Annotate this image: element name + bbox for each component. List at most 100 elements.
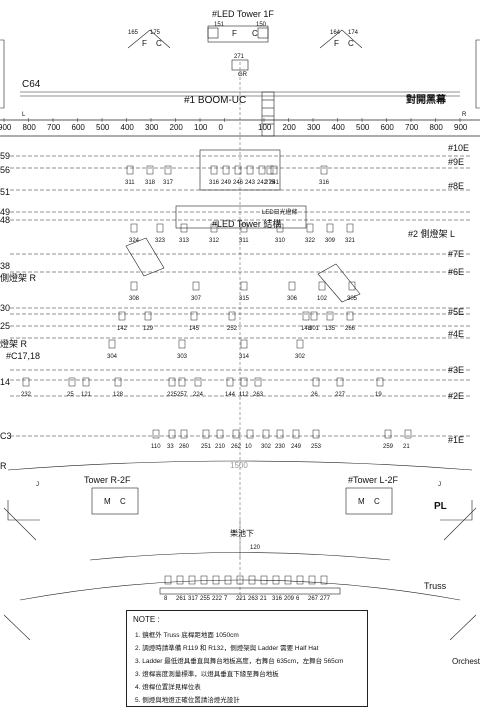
scale-tick-label: 400 (120, 123, 134, 132)
truss-fixture-number: 222 (212, 596, 223, 602)
fixture-symbol (240, 223, 248, 233)
fixture-symbol (146, 165, 154, 175)
fixture-symbol (164, 575, 172, 585)
row-label: #5E (448, 307, 465, 317)
fixture-symbol (254, 377, 262, 387)
fixture-number: 242 (257, 180, 268, 186)
note-line: 3. 燈桿高度測量標準，以燈具垂直下緣至舞台地板 (135, 671, 279, 678)
fixture-symbol (152, 429, 160, 439)
fixture-symbol (302, 311, 310, 321)
fixture-symbol (346, 223, 354, 233)
scale-tick-label: 600 (71, 123, 85, 132)
row-label: 14 (0, 377, 11, 387)
fixture-symbol (276, 223, 284, 233)
fixture-symbol (240, 339, 248, 349)
fixture-symbol (82, 377, 90, 387)
fixture-symbol (246, 165, 254, 175)
scale-tick-label: 300 (307, 123, 321, 132)
fixture-symbol (248, 575, 256, 585)
fixture-symbol (126, 165, 134, 175)
fixture-symbol (188, 575, 196, 585)
fixture-symbol (276, 429, 284, 439)
fixture-symbol (180, 223, 188, 233)
fixture-symbol (266, 165, 274, 175)
row-label: #2E (448, 391, 465, 401)
row-label: R (0, 461, 7, 471)
notes-box: NOTE : 1. 鏡框外 Truss 底桿距地面 1050cm 2. 調燈時請… (126, 610, 368, 707)
fixture-number: 314 (239, 354, 250, 360)
side-rack-l-label: #2 側燈架 L (408, 229, 456, 239)
fixture-number: 10 (245, 444, 252, 450)
fixture-symbol (130, 223, 138, 233)
fixture-number: 148 (301, 326, 312, 332)
pl-label: PL (434, 501, 447, 512)
truss-fixture-number: 209 (284, 596, 295, 602)
row-label: #8E (448, 181, 465, 191)
fixture-symbol (240, 281, 248, 291)
row-label: 49 (0, 207, 11, 217)
fixture-symbol (216, 429, 224, 439)
fixture-symbol (200, 575, 208, 585)
fixture-symbol (202, 429, 210, 439)
fixture-number: 262 (231, 444, 242, 450)
row-label: 25 (0, 321, 11, 331)
tower-num: 164 (330, 30, 341, 36)
tower-num: 151 (214, 22, 225, 28)
fixture-number: 25 (67, 392, 74, 398)
row-label: 51 (0, 187, 11, 197)
fixture-number: 19 (375, 392, 382, 398)
fixture-symbol (224, 575, 232, 585)
row-label: #1E (448, 435, 465, 445)
fixture-symbol (258, 165, 266, 175)
fixture-number: 322 (305, 238, 316, 244)
fc-label: C (252, 29, 258, 38)
truss-fixture-number: 7 (224, 596, 228, 602)
tower-num: GR (238, 72, 247, 78)
scale-tick-label: 100 (258, 123, 272, 132)
fixture-number: 305 (347, 296, 358, 302)
fixture-number: 102 (317, 296, 328, 302)
fixture-number: 145 (189, 326, 200, 332)
fixture-symbol (228, 311, 236, 321)
fixture-symbol (326, 223, 334, 233)
scale-tick-label: 100 (194, 123, 208, 132)
scale-mid-label: 1500 (230, 461, 248, 470)
scale-tick-label: 800 (22, 123, 36, 132)
fixture-number: 26 (311, 392, 318, 398)
truss-fixture-number: 6 (296, 596, 300, 602)
truss-fixture-number: 8 (164, 596, 168, 602)
mc-label: M (358, 497, 365, 506)
note-line: 1. 鏡框外 Truss 底桿距地面 1050cm (135, 632, 239, 639)
fixture-symbol (144, 311, 152, 321)
fixture-symbol (114, 377, 122, 387)
fixture-number: 324 (129, 238, 140, 244)
fixture-number: 110 (151, 444, 161, 450)
scale-tick-label: 700 (405, 123, 419, 132)
fixture-number: 210 (215, 444, 226, 450)
truss-fixture-number: 221 (236, 596, 247, 602)
note-line: 4. 燈桿位置詳見桿位表 (135, 684, 201, 691)
truss-label: Truss (424, 581, 447, 591)
scale-tick-label: 800 (429, 123, 443, 132)
scale-left-end: L (22, 112, 26, 118)
row-label: 30 (0, 303, 11, 313)
fixture-number: 313 (179, 238, 190, 244)
fixture-number: 252 (227, 326, 238, 332)
fixture-symbol (210, 165, 218, 175)
fixture-number: 304 (107, 354, 118, 360)
scale-tick-label: 900 (454, 123, 468, 132)
fixture-symbol (108, 339, 116, 349)
fixture-symbol (296, 575, 304, 585)
row-label: 59 (0, 151, 11, 161)
truss-fixture-number: 261 (176, 596, 187, 602)
orchestra-label: Orchest (452, 657, 480, 666)
fixture-number: 142 (117, 326, 128, 332)
fixture-number: 144 (225, 392, 236, 398)
scale-tick-label: 500 (96, 123, 110, 132)
truss-fixture-number: 277 (320, 596, 331, 602)
fixture-symbol (222, 165, 230, 175)
scale-tick-label: 500 (356, 123, 370, 132)
fc-label: F (334, 39, 339, 48)
row-label: #7E (448, 249, 465, 259)
fixture-symbol (180, 429, 188, 439)
